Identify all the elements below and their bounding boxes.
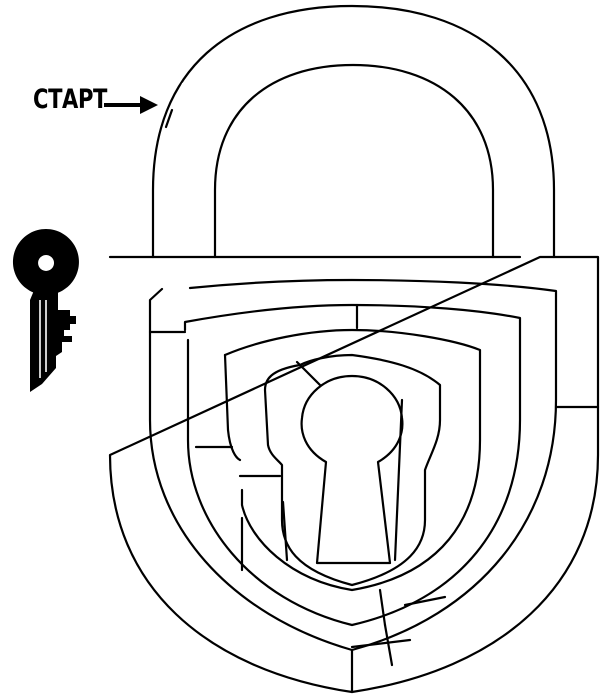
arrow-right-icon [104, 96, 158, 114]
lock-body [108, 255, 600, 694]
start-label: СТАРТ [33, 84, 107, 115]
shackle [151, 4, 556, 259]
maze-walls [148, 278, 600, 694]
keyhole-icon [300, 374, 404, 565]
key-icon [12, 229, 79, 392]
